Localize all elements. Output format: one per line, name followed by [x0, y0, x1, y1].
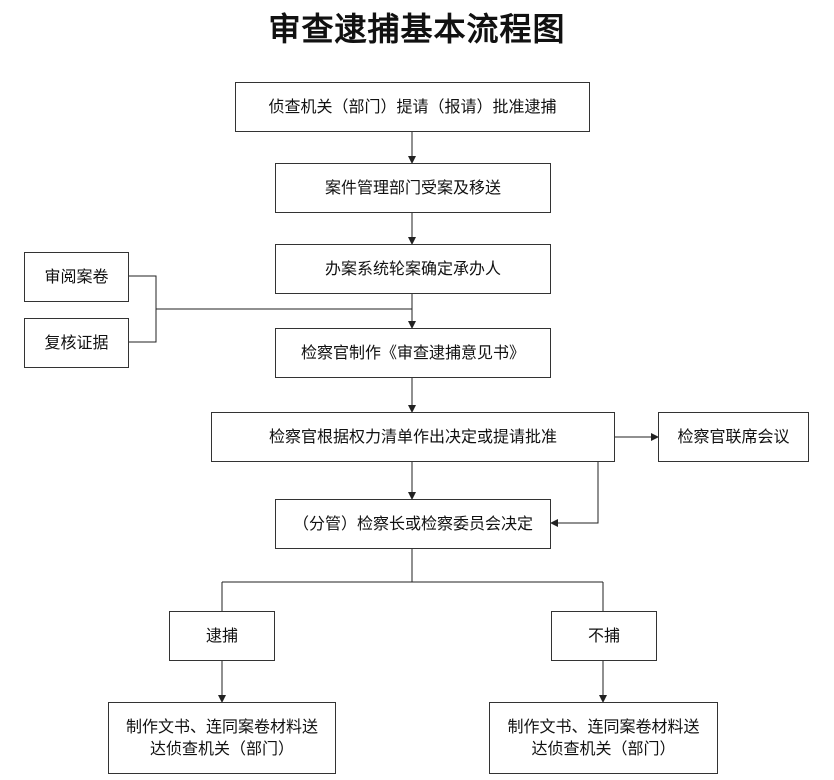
bracket-review-verify — [128, 275, 157, 343]
page-title: 审查逮捕基本流程图 — [268, 10, 566, 48]
node-decide: 检察官根据权力清单作出决定或提请批准 — [211, 412, 615, 462]
node-review-file: 审阅案卷 — [24, 252, 129, 302]
node-send-no-arrest: 制作文书、连同案卷材料送达侦查机关（部门） — [489, 702, 718, 774]
node-send-arrest: 制作文书、连同案卷材料送达侦查机关（部门） — [108, 702, 336, 774]
node-joint-meeting: 检察官联席会议 — [658, 412, 809, 462]
node-assign: 办案系统轮案确定承办人 — [275, 244, 551, 294]
node-arrest: 逮捕 — [169, 611, 275, 661]
node-opinion: 检察官制作《审查逮捕意见书》 — [275, 328, 551, 378]
node-chief-decide: （分管）检察长或检察委员会决定 — [275, 499, 551, 549]
node-verify-evidence: 复核证据 — [24, 318, 129, 368]
node-no-arrest: 不捕 — [551, 611, 657, 661]
node-request: 侦查机关（部门）提请（报请）批准逮捕 — [235, 82, 590, 132]
arrow-decide-chief-side — [550, 461, 599, 527]
node-accept: 案件管理部门受案及移送 — [275, 163, 551, 213]
